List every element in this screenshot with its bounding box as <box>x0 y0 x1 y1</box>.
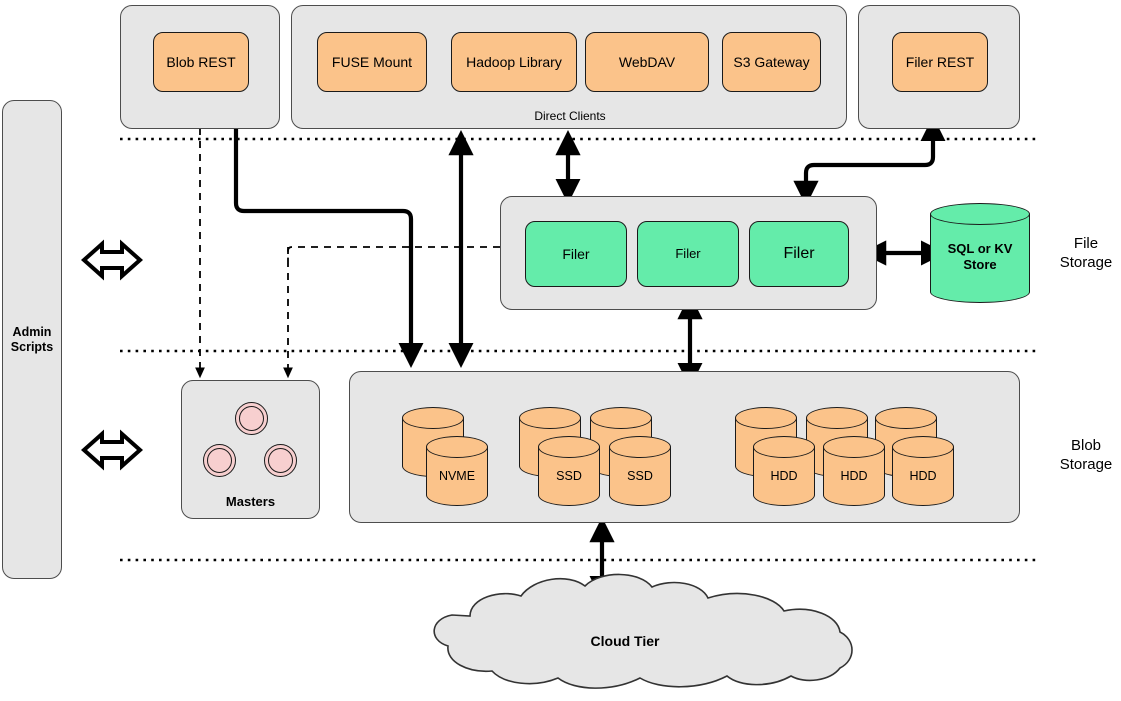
node-filer-2[interactable]: Filer <box>637 221 739 287</box>
hdd-cylinder-front-2[interactable]: HDD <box>823 436 885 506</box>
admin-scripts-label: Admin Scripts <box>10 324 54 354</box>
hdd-label-2: HDD <box>840 469 868 483</box>
filer-rest-arrow <box>793 116 946 206</box>
cloud-tier-label: Cloud Tier <box>590 633 660 649</box>
node-filer-rest[interactable]: Filer REST <box>892 32 988 92</box>
nvme-label: NVME <box>438 469 476 483</box>
master-node-1[interactable] <box>235 402 268 435</box>
filer-group[interactable]: Filer Filer Filer <box>500 196 877 310</box>
masters-label: Masters <box>225 494 276 509</box>
ssd-cylinder-front-1[interactable]: SSD <box>538 436 600 506</box>
node-blob-rest[interactable]: Blob REST <box>153 32 249 92</box>
hdd-cylinder-front-1[interactable]: HDD <box>753 436 815 506</box>
node-filer-3[interactable]: Filer <box>749 221 849 287</box>
node-webdav[interactable]: WebDAV <box>585 32 709 92</box>
cloud-shape <box>433 573 853 689</box>
ssd-label-1: SSD <box>556 469 582 483</box>
hdd-cylinder-front-3[interactable]: HDD <box>892 436 954 506</box>
hdd-label-1: HDD <box>770 469 798 483</box>
node-filer-1[interactable]: Filer <box>525 221 627 287</box>
admin-scripts-panel[interactable]: Admin Scripts <box>2 100 62 579</box>
node-fuse-mount[interactable]: FUSE Mount <box>317 32 427 92</box>
cylinder-body-cover <box>931 215 1029 292</box>
admin-master-link <box>195 128 500 379</box>
master-node-2[interactable] <box>203 444 236 477</box>
blob-storage-group[interactable]: NVME SSD SSD HDD <box>349 371 1020 523</box>
blob-rest-to-volumes <box>233 128 424 368</box>
nvme-cylinder-front-1[interactable]: NVME <box>426 436 488 506</box>
ssd-cylinder-front-2[interactable]: SSD <box>609 436 671 506</box>
admin-filer-bidi-arrow <box>80 239 144 281</box>
node-hadoop-library[interactable]: Hadoop Library <box>451 32 577 92</box>
direct-clients-caption: Direct Clients <box>534 109 606 123</box>
tier-label-blob-storage: Blob Storage <box>1059 437 1113 473</box>
node-s3-gateway[interactable]: S3 Gateway <box>722 32 821 92</box>
cylinder-top <box>930 203 1030 225</box>
master-node-3[interactable] <box>264 444 297 477</box>
hdd-label-3: HDD <box>909 469 937 483</box>
metadata-store-cylinder[interactable]: SQL or KV Store <box>930 203 1030 303</box>
admin-blob-bidi-arrow <box>80 429 144 471</box>
masters-group[interactable]: Masters <box>181 380 320 519</box>
metadata-store-label: SQL or KV Store <box>947 241 1013 272</box>
ssd-label-2: SSD <box>627 469 653 483</box>
tier-label-file-storage: File Storage <box>1059 235 1113 271</box>
filer-rest-group[interactable]: Filer REST <box>858 5 1020 129</box>
direct-clients-group[interactable]: FUSE Mount Hadoop Library WebDAV S3 Gate… <box>291 5 847 129</box>
blob-rest-group[interactable]: Blob REST <box>120 5 280 129</box>
